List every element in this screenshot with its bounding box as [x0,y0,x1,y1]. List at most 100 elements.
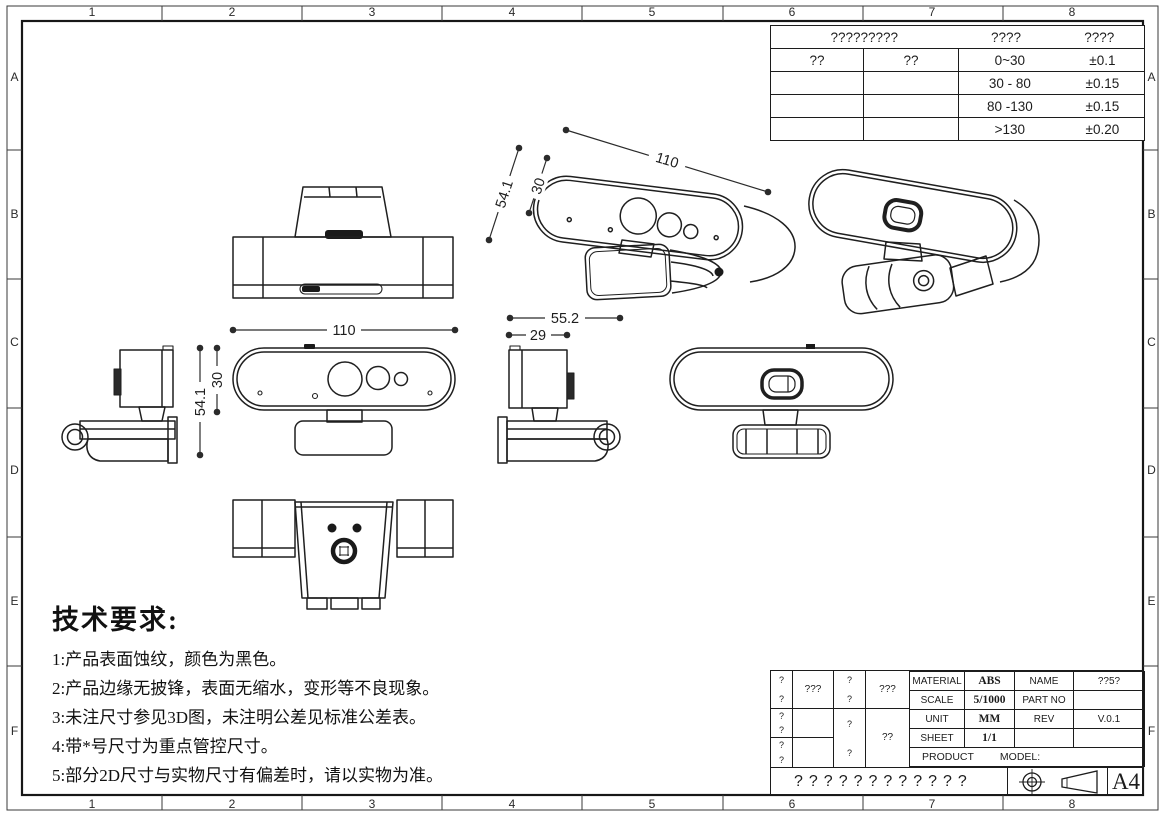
side-view-right-drawing [497,345,621,464]
signature-cell: ??? [866,671,909,709]
bottom-view-drawing [232,499,454,610]
title-block-signature-grid: ? ? ? ? ? ? ??? [771,671,909,767]
first-angle-projection-icon [1018,769,1098,795]
material-value: ABS [964,671,1015,691]
signature-mark: ? [846,693,852,704]
tolerance-header-mid: ???? [990,29,1021,45]
sheet-frame [6,5,1159,811]
signature-cell: ?? [866,709,909,767]
signature-cell: ? ? [834,709,865,767]
signature-column-2: ??? [793,671,834,767]
signature-mark: ? [846,675,852,686]
tolerance-cell-c1: ?? [770,48,864,72]
signature-cell: ? ? [771,738,792,767]
technical-requirement-line: 1:产品表面蚀纹，颜色为黑色。 [52,650,287,669]
name-value: ??5? [1073,671,1145,691]
ruler-label-right-b: B [1147,207,1156,221]
tolerance-value: ±0.15 [1085,75,1120,91]
ruler-label-bottom-8: 8 [1068,797,1076,811]
name-label: NAME [1014,671,1074,691]
tolerance-header-cell: ????????? ???? ???? [770,25,1145,49]
signature-column-4: ??? ?? [866,671,909,767]
tolerance-cell-c2 [863,71,959,95]
product-model-cell: PRODUCT MODEL: [909,747,1145,767]
ruler-label-left-a: A [10,70,19,84]
drawing-title: ???????????? [794,773,973,790]
technical-requirement-line: 3:未注尺寸参见3D图，未注明公差见标准公差表。 [52,708,426,727]
dimension-label-side-body-depth: 29 [530,328,546,344]
tolerance-value: ±0.1 [1089,52,1116,68]
paper-size-label: A4 [1111,769,1141,794]
ruler-label-top-6: 6 [788,5,796,19]
ruler-label-right-e: E [1147,594,1156,608]
tolerance-value: ±0.20 [1085,121,1120,137]
tolerance-row: 80 -130 ±0.15 [770,94,1145,118]
tolerance-cell-c1 [770,117,864,141]
ruler-label-bottom-5: 5 [648,797,656,811]
iso-rear-view-drawing [808,168,1040,315]
info-row-material: MATERIAL ABS NAME ??5? [909,671,1145,691]
sheet-value: 1/1 [964,728,1015,748]
dimension-label-front-width: 110 [332,323,355,339]
tolerance-cell-c2 [863,117,959,141]
material-label: MATERIAL [909,671,965,691]
tolerance-cell-c1 [770,94,864,118]
signature-mark: ? [778,711,784,721]
tolerance-range: >130 [994,121,1026,137]
tolerance-cell-range-tol: 80 -130 ±0.15 [958,94,1145,118]
tolerance-range: 30 - 80 [988,75,1031,91]
signature-cell [793,709,833,738]
empty-cell [1014,728,1074,748]
scale-value: 5/1000 [964,690,1015,710]
ruler-label-right-a: A [1147,70,1156,84]
signature-cell: ? ? [834,671,865,709]
product-label: PRODUCT [922,751,974,763]
tolerance-value: ±0.15 [1085,98,1120,114]
technical-requirement-line: 4:带*号尺寸为重点管控尺寸。 [52,737,278,756]
dimension-label-front-height: 54.1 [193,388,209,416]
technical-requirements-title: 技术要求: [52,605,179,635]
signature-mark: ? [778,675,784,686]
tolerance-table-header-row: ????????? ???? ???? [770,25,1145,49]
part-no-label: PART NO [1014,690,1074,710]
ruler-label-bottom-6: 6 [788,797,796,811]
tolerance-row: 30 - 80 ±0.15 [770,71,1145,95]
rev-label: REV [1014,709,1074,729]
drawing-title-cell: ???????????? [771,768,1008,796]
ruler-label-left-f: F [10,724,19,738]
info-row-product: PRODUCT MODEL: [909,747,1145,767]
info-row-sheet: SHEET 1/1 [909,728,1145,748]
tolerance-cell-c2 [863,94,959,118]
ruler-label-left-e: E [10,594,19,608]
signature-mark: ? [846,747,852,758]
top-view-drawing [232,186,454,299]
paper-size-cell: A4 [1108,768,1144,796]
scale-label: SCALE [909,690,965,710]
signature-mark: ? [778,693,784,704]
title-block-info-grid: MATERIAL ABS NAME ??5? SCALE 5/1000 PART… [909,671,1145,767]
ruler-label-right-f: F [1147,724,1156,738]
signature-mark: ??? [879,683,896,695]
tolerance-cell-c2: ?? [863,48,959,72]
title-block-bottom-band: ???????????? A4 [771,767,1144,796]
ruler-label-left-b: B [10,207,19,221]
title-block: ? ? ? ? ? ? ??? [770,670,1145,796]
ruler-label-bottom-7: 7 [928,797,936,811]
tolerance-header-right: ???? [1084,29,1115,45]
ruler-label-bottom-2: 2 [228,797,236,811]
dimension-label-iso-width: 110 [654,150,681,172]
tolerance-range: 80 -130 [986,98,1033,114]
projection-symbol-cell [1008,768,1108,796]
ruler-label-bottom-3: 3 [368,797,376,811]
ruler-label-top-4: 4 [508,5,516,19]
signature-cell: ? ? [771,709,792,738]
iso-front-view-drawing [532,175,796,301]
dimension-label-front-face-height: 30 [210,372,226,388]
ruler-label-right-c: C [1147,335,1156,349]
signature-column-1: ? ? ? ? ? ? [771,671,793,767]
model-label: MODEL: [999,751,1041,763]
sheet-label: SHEET [909,728,965,748]
dimension-lines [196,126,772,459]
front-view-drawing [232,344,456,456]
